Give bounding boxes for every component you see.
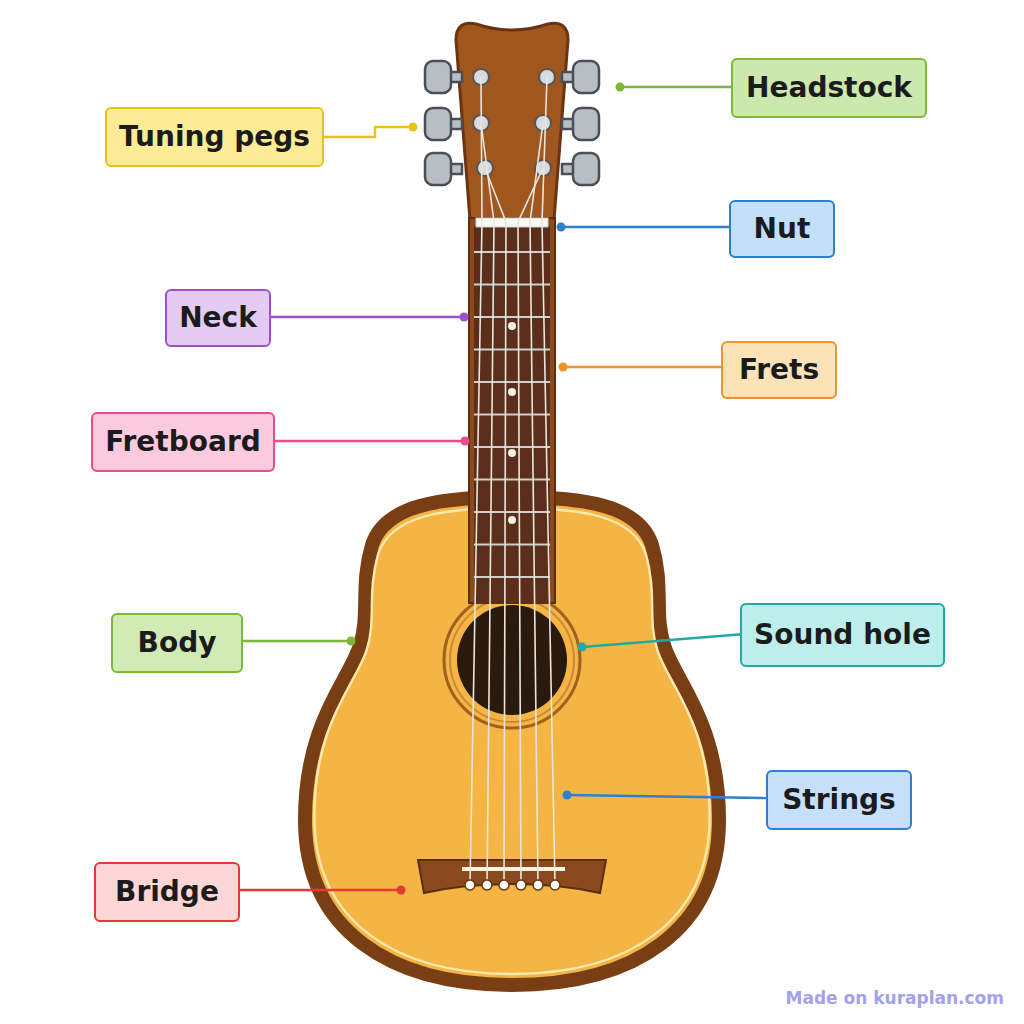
- bridge-pins: [465, 880, 560, 890]
- part-name: Strings: [782, 784, 896, 816]
- fret-wire: [474, 381, 550, 383]
- nut-shape: [476, 218, 548, 227]
- headstock-shape: [456, 23, 568, 220]
- part-name: Tuning pegs: [119, 121, 310, 153]
- part-name: Fretboard: [105, 426, 261, 458]
- guitar-strings: [470, 77, 555, 885]
- part-name: Bridge: [115, 876, 219, 908]
- bridge-shape: [418, 860, 606, 893]
- part-name: Headstock: [746, 72, 912, 104]
- fretboard-shape: [474, 226, 550, 602]
- leader-dots: [347, 83, 625, 895]
- part-label-box: Sound hole: [740, 603, 945, 667]
- part-name: Neck: [179, 302, 257, 334]
- part-label-box: Body: [111, 613, 243, 673]
- part-label-box: Frets: [721, 341, 837, 399]
- fret-wire: [474, 446, 550, 448]
- fret-wire: [474, 414, 550, 416]
- fret-wire: [474, 284, 550, 286]
- fret-wire: [474, 576, 550, 578]
- part-label-box: Bridge: [94, 862, 240, 922]
- part-label-box: Nut: [729, 200, 835, 258]
- tuning-peg-set: [425, 61, 599, 185]
- part-label-box: Tuning pegs: [105, 107, 324, 167]
- watermark: Made on kuraplan.com: [786, 988, 1004, 1008]
- fret-wire: [474, 511, 550, 513]
- fret-wire: [474, 544, 550, 546]
- leader-lines: [236, 87, 770, 890]
- fret-wire: [474, 349, 550, 351]
- fret-wires: [474, 252, 550, 577]
- saddle: [462, 867, 565, 871]
- part-label-box: Strings: [766, 770, 912, 830]
- neck-wood: [469, 218, 555, 603]
- part-name: Body: [138, 627, 217, 659]
- part-name: Frets: [739, 354, 819, 386]
- part-label-box: Neck: [165, 289, 271, 347]
- part-name: Sound hole: [754, 619, 931, 651]
- fret-wire: [474, 316, 550, 318]
- sound-hole-ring: [444, 592, 580, 728]
- fret-wire: [474, 479, 550, 481]
- fret-wire: [474, 251, 550, 253]
- sound-hole-ring: [450, 598, 574, 722]
- part-label-box: Headstock: [731, 58, 927, 118]
- part-name: Nut: [754, 213, 811, 245]
- part-label-box: Fretboard: [91, 412, 275, 472]
- fret-markers: [508, 322, 516, 524]
- body-binding: [314, 508, 709, 974]
